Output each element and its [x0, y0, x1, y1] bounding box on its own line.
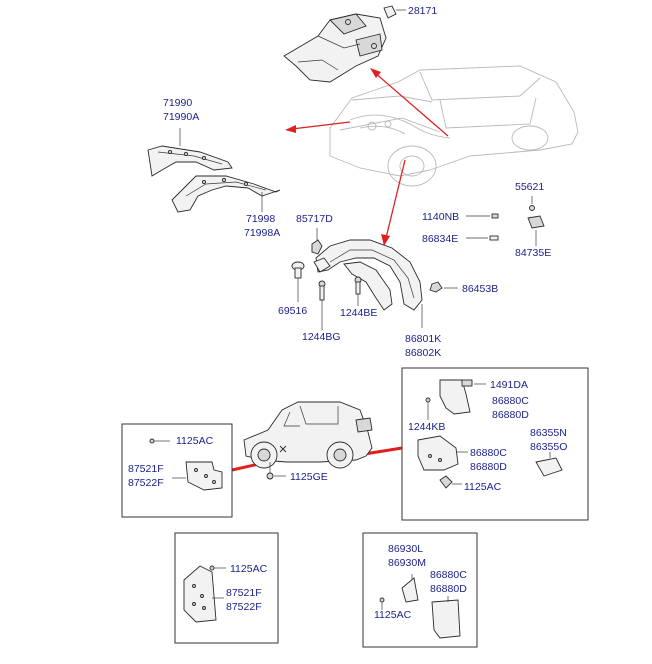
hardware-right: [466, 196, 545, 246]
label-1244be: 1244BE: [340, 307, 377, 319]
label-69516: 69516: [278, 305, 307, 317]
label-86834e: 86834E: [422, 233, 458, 245]
mud-flap-87521f: [149, 438, 223, 491]
label-55621: 55621: [515, 181, 544, 193]
label-86801k: 86801K: [405, 333, 441, 345]
label-85717d: 85717D: [296, 213, 333, 225]
label-87521f-bottom-left: 87521F: [226, 587, 262, 599]
label-86930m: 86930M: [388, 557, 426, 569]
mud-flap-87521f-lower: [183, 565, 226, 623]
label-1140nb: 1140NB: [422, 211, 459, 223]
label-1125ac-left: 1125AC: [176, 435, 214, 447]
label-86880d-a: 86880D: [492, 409, 529, 421]
label-1125ac-bottom-left: 1125AC: [230, 563, 268, 575]
detail-box-bottom-right: [362, 532, 478, 648]
label-86802k: 86802K: [405, 347, 441, 359]
label-1491da: 1491DA: [490, 379, 528, 391]
detail-box-left: [121, 423, 233, 518]
detail-box-right: [401, 367, 589, 521]
label-86880c-a: 86880C: [492, 395, 529, 407]
label-87522f-bottom-left: 87522F: [226, 601, 262, 613]
label-86880c-bottom-right: 86880C: [430, 569, 467, 581]
label-1125ac-right: 1125AC: [464, 481, 502, 493]
wheel-liner-71990: [147, 128, 233, 177]
label-86453b: 86453B: [462, 283, 498, 295]
label-86880d-bottom-right: 86880D: [430, 583, 467, 595]
label-71990: 71990: [163, 97, 192, 109]
label-87522f-left: 87522F: [128, 477, 164, 489]
label-1125ge: 1125GE: [290, 471, 328, 483]
inner-fender-86801k: [291, 228, 458, 330]
vehicle-side-view: [243, 401, 373, 480]
label-86355n: 86355N: [530, 427, 567, 439]
label-1244bg: 1244BG: [302, 331, 341, 343]
mud-flap-86930: [379, 574, 461, 639]
part-labels: 28171 71990 71990A 71998 71998A 85717D 6…: [128, 5, 567, 621]
wheel-liner-71998: [171, 175, 281, 213]
engine-cover-28171: [283, 5, 406, 83]
label-86880c-b: 86880C: [470, 447, 507, 459]
label-1244kb: 1244KB: [408, 421, 445, 433]
label-84735e: 84735E: [515, 247, 551, 259]
label-1125ac-bottom-right: 1125AC: [374, 609, 412, 621]
label-71990a: 71990A: [163, 111, 199, 123]
mud-flap-86880: [417, 379, 563, 489]
label-28171: 28171: [408, 5, 437, 17]
label-71998: 71998: [246, 213, 275, 225]
label-86880d-b: 86880D: [470, 461, 507, 473]
vehicle-ghost-outline: [329, 65, 579, 187]
detail-box-bottom-left: [174, 532, 279, 644]
label-87521f-left: 87521F: [128, 463, 164, 475]
label-86355o: 86355O: [530, 441, 567, 453]
label-86930l: 86930L: [388, 543, 423, 555]
label-71998a: 71998A: [244, 227, 280, 239]
